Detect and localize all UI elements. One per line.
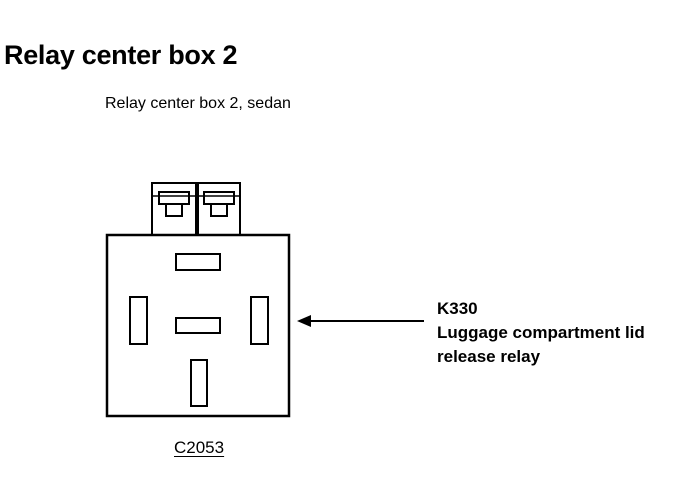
component-description-line2: release relay [437, 347, 541, 366]
component-id: K330 [437, 299, 478, 318]
terminal-slot-top [175, 253, 221, 271]
callout-arrow [297, 315, 424, 327]
relay-mounting-tab-left [151, 182, 197, 236]
component-callout: K330 Luggage compartment lid release rel… [437, 297, 645, 369]
connector-label: C2053 [174, 438, 225, 457]
page-title: Relay center box 2 [4, 40, 238, 70]
terminal-slot-bottom [190, 359, 208, 407]
relay-mounting-tab-right [197, 182, 241, 236]
terminal-slot-left [129, 296, 148, 345]
component-description-line1: Luggage compartment lid [437, 323, 645, 342]
terminal-slot-right [250, 296, 269, 345]
page-subtitle: Relay center box 2, sedan [105, 95, 291, 112]
terminal-slot-center [175, 317, 221, 334]
